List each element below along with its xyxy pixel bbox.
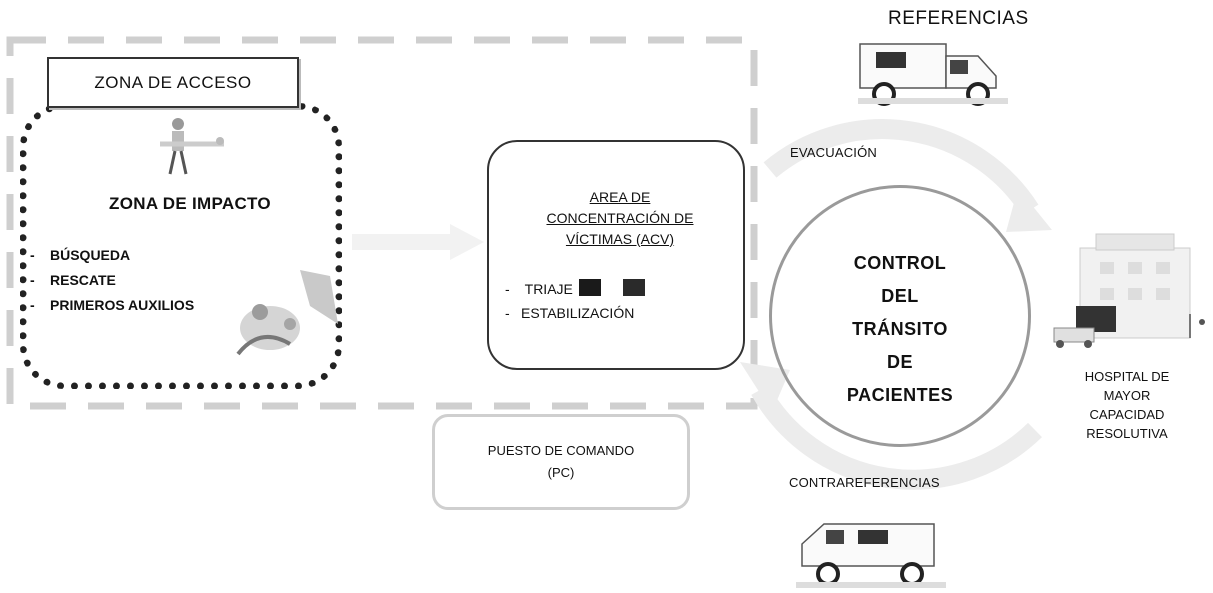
- acv-title: AREA DE CONCENTRACIÓN DE VÍCTIMAS (ACV): [520, 187, 720, 250]
- control-line-5: PACIENTES: [846, 385, 954, 405]
- hospital-line-4: RESOLUTIVA: [1086, 426, 1168, 441]
- perimeter-dashed-border: [6, 36, 758, 410]
- command-post-line-2: (PC): [547, 465, 575, 480]
- acv-area-box: [487, 140, 745, 370]
- hospital-line-3: CAPACIDAD: [1089, 407, 1165, 422]
- rescue-scene-icon: [236, 270, 338, 356]
- triage-color-swatch-2: [622, 279, 645, 296]
- patient-transit-control-circle: [769, 185, 1031, 447]
- acv-title-line-1: AREA DE: [589, 189, 651, 205]
- contrareferencias-label: CONTRAREFERENCIAS: [789, 475, 940, 490]
- acv-title-line-3: VÍCTIMAS (ACV): [565, 231, 675, 247]
- flow-arrow-icon: [352, 224, 484, 260]
- rescuer-figure-icon: [160, 118, 224, 175]
- task-triaje-row: TRIAJE: [505, 277, 645, 301]
- control-line-1: CONTROL: [853, 253, 947, 273]
- triage-color-swatch-1: [578, 279, 601, 296]
- acv-task-list: TRIAJE ESTABILIZACIÓN: [505, 277, 645, 325]
- task-primeros-auxilios: PRIMEROS AUXILIOS: [30, 293, 194, 318]
- hospital-line-1: HOSPITAL DE: [1084, 369, 1170, 384]
- access-zone-label: ZONA DE ACCESO: [47, 57, 299, 108]
- control-line-4: DE: [886, 352, 913, 372]
- command-post-box: PUESTO DE COMANDO (PC): [432, 414, 690, 510]
- control-line-2: DEL: [881, 286, 919, 306]
- task-triaje: TRIAJE: [524, 281, 573, 297]
- hospital-building-icon: [1053, 233, 1205, 348]
- command-post-line-1: PUESTO DE COMANDO: [487, 443, 635, 458]
- hospital-line-2: MAYOR: [1103, 388, 1151, 403]
- task-rescate: RESCATE: [30, 268, 194, 293]
- referencias-label: REFERENCIAS: [888, 8, 1029, 29]
- control-text: CONTROL DEL TRÁNSITO DE PACIENTES: [790, 247, 1010, 412]
- hospital-label: HOSPITAL DE MAYOR CAPACIDAD RESOLUTIVA: [1066, 367, 1188, 443]
- ambulance-bottom-icon: [796, 523, 946, 588]
- task-estabilizacion: ESTABILIZACIÓN: [505, 301, 645, 325]
- control-line-3: TRÁNSITO: [852, 319, 948, 339]
- impact-zone-title: ZONA DE IMPACTO: [109, 194, 271, 213]
- circular-flow-arrows-icon: [740, 119, 1052, 490]
- acv-title-line-2: CONCENTRACIÓN DE: [546, 210, 694, 226]
- ambulance-top-icon: [858, 43, 1008, 106]
- impact-task-list: BÚSQUEDA RESCATE PRIMEROS AUXILIOS: [30, 243, 194, 318]
- evacuacion-label: EVACUACIÓN: [790, 145, 877, 160]
- task-busqueda: BÚSQUEDA: [30, 243, 194, 268]
